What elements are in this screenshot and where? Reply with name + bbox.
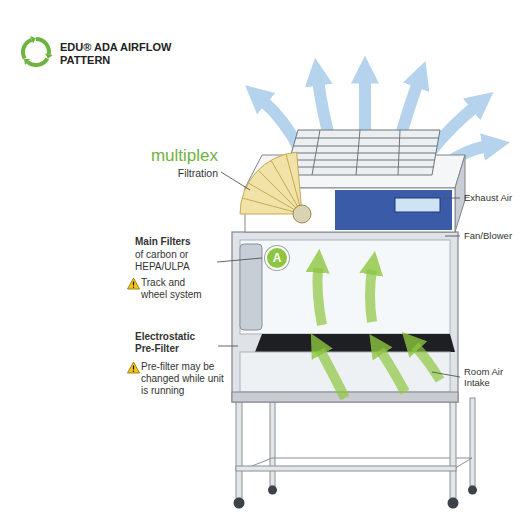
grille-slat bbox=[294, 146, 437, 147]
intake-arrow bbox=[380, 350, 405, 392]
filter-pleats bbox=[242, 154, 302, 214]
exhaust-grille bbox=[285, 130, 440, 175]
wheel bbox=[234, 498, 245, 509]
blower-panel bbox=[335, 190, 452, 230]
leader-line bbox=[217, 258, 262, 262]
warning-note: Pre-filter may be changed while unit is … bbox=[141, 361, 225, 397]
exhaust-arrow bbox=[432, 106, 476, 150]
recycle-arc bbox=[36, 39, 49, 54]
control-display bbox=[395, 198, 440, 212]
hood-side bbox=[455, 155, 465, 232]
warning-dot bbox=[133, 287, 134, 288]
part-label: Main Filters bbox=[135, 236, 215, 248]
brand-sublabel: Filtration bbox=[120, 167, 218, 180]
lower-panel bbox=[240, 352, 450, 392]
front-leg bbox=[450, 400, 456, 498]
warning-dot bbox=[133, 371, 134, 372]
grille-slat bbox=[296, 138, 438, 139]
work-surface bbox=[255, 334, 455, 352]
grille-slats bbox=[288, 130, 438, 175]
exhaust-arrow bbox=[359, 78, 371, 135]
side-window bbox=[240, 244, 262, 330]
cabinet bbox=[232, 232, 458, 402]
leader-line bbox=[445, 236, 460, 237]
brand-label: multiplex bbox=[120, 146, 218, 166]
diagram-title: EDU® ADA AIRFLOW PATTERN bbox=[60, 41, 178, 67]
recycle-head bbox=[30, 36, 36, 44]
intake-arrow bbox=[320, 350, 345, 398]
intake-arrows bbox=[318, 268, 441, 398]
filter-hub bbox=[293, 205, 311, 223]
callout-circle: A bbox=[265, 246, 289, 270]
intake-arrow bbox=[370, 270, 372, 322]
front-leg bbox=[236, 400, 242, 498]
warning-mark bbox=[133, 366, 134, 370]
wheel bbox=[268, 486, 277, 495]
part-note: of carbon or HEPA/ULPA bbox=[135, 249, 205, 273]
filter-sheets bbox=[240, 152, 302, 214]
recycle-head bbox=[24, 59, 30, 65]
filter-fan bbox=[240, 152, 311, 223]
recycle-arc bbox=[23, 40, 32, 59]
leader-line bbox=[221, 172, 250, 190]
rear-leg bbox=[470, 398, 475, 486]
grille-slat bbox=[290, 160, 435, 161]
stand bbox=[236, 398, 475, 498]
grille-slat bbox=[312, 130, 320, 175]
part-label: Electrostatic Pre-Filter bbox=[135, 331, 215, 355]
rear-leg bbox=[270, 398, 275, 486]
warning-mark bbox=[133, 282, 134, 286]
leader-line bbox=[218, 346, 238, 347]
grille-slat bbox=[292, 153, 436, 154]
warning-icon bbox=[128, 278, 140, 289]
grille-slat bbox=[288, 167, 434, 168]
wheel bbox=[468, 486, 477, 495]
warning-note: Track and wheel system bbox=[141, 277, 207, 301]
warning-triangle bbox=[128, 278, 140, 289]
leader-lines bbox=[217, 172, 460, 377]
intake-arrow bbox=[318, 268, 323, 325]
warning-icon bbox=[128, 362, 140, 373]
recycle-heads bbox=[24, 36, 53, 65]
callout-letter: A bbox=[273, 252, 282, 264]
wheel bbox=[448, 498, 459, 509]
grille-slat bbox=[356, 130, 360, 175]
warning-triangle bbox=[128, 362, 140, 373]
leader-line bbox=[432, 372, 460, 377]
part-label: Exhaust Air bbox=[464, 192, 520, 203]
wheels bbox=[234, 486, 478, 509]
grille-slat bbox=[398, 130, 400, 175]
intake-arrow bbox=[415, 346, 440, 380]
part-label: Fan/Blower bbox=[464, 230, 520, 241]
recycle-head bbox=[45, 54, 53, 59]
part-label: Room Air Intake bbox=[464, 366, 516, 389]
cabinet-frame bbox=[232, 232, 458, 402]
recycle-icon bbox=[23, 39, 49, 65]
front-crossbar bbox=[236, 466, 456, 471]
glass-panel bbox=[240, 240, 450, 334]
leader-line bbox=[442, 198, 460, 199]
recycle-arc bbox=[28, 59, 48, 66]
